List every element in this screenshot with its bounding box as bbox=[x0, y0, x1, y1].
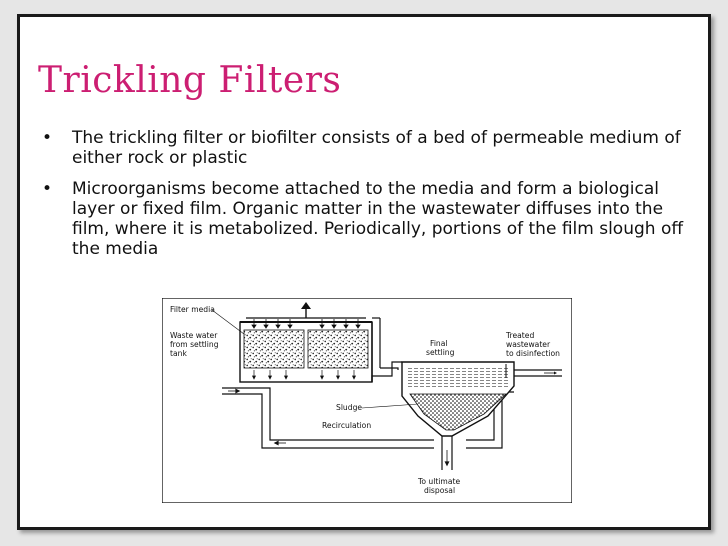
label-treated: Treated bbox=[505, 331, 534, 340]
filter-media-right bbox=[307, 329, 369, 369]
label-final-settling: settling bbox=[426, 348, 455, 357]
label-sludge: Sludge bbox=[336, 403, 362, 412]
influent-pipe bbox=[222, 387, 271, 402]
label-filter-media: Filter media bbox=[170, 305, 215, 314]
bullet-item: • The trickling filter or biofilter cons… bbox=[36, 128, 696, 168]
bullet-glyph: • bbox=[42, 128, 53, 148]
bullet-glyph: • bbox=[42, 179, 53, 199]
bullet-item: • Microorganisms become attached to the … bbox=[36, 179, 696, 259]
label-treated: to disinfection bbox=[506, 349, 560, 358]
label-disposal: disposal bbox=[424, 486, 455, 495]
bullet-list: • The trickling filter or biofilter cons… bbox=[36, 128, 696, 270]
effluent-pipe bbox=[371, 361, 402, 382]
sludge-blanket bbox=[409, 393, 508, 431]
slide-title: Trickling Filters bbox=[38, 60, 342, 101]
bullet-text: Microorganisms become attached to the me… bbox=[72, 179, 684, 259]
label-waste-water: tank bbox=[170, 349, 187, 358]
label-final-settling: Final bbox=[430, 339, 448, 348]
label-waste-water: Waste water bbox=[170, 331, 218, 340]
trickling-filter-diagram: Filter media Waste water from settling t… bbox=[162, 298, 572, 503]
label-waste-water: from settling bbox=[170, 340, 219, 349]
clarified-water bbox=[406, 368, 510, 388]
sludge-pipe bbox=[441, 436, 453, 470]
label-treated: wastewater bbox=[506, 340, 551, 349]
label-recirculation: Recirculation bbox=[322, 421, 371, 430]
filter-media-left bbox=[243, 329, 305, 369]
settling-tank bbox=[401, 361, 562, 437]
bullet-text: The trickling filter or biofilter consis… bbox=[72, 128, 681, 168]
label-disposal: To ultimate bbox=[417, 477, 460, 486]
filter-vessel bbox=[239, 302, 381, 383]
distributor-arm-icon bbox=[301, 302, 311, 309]
